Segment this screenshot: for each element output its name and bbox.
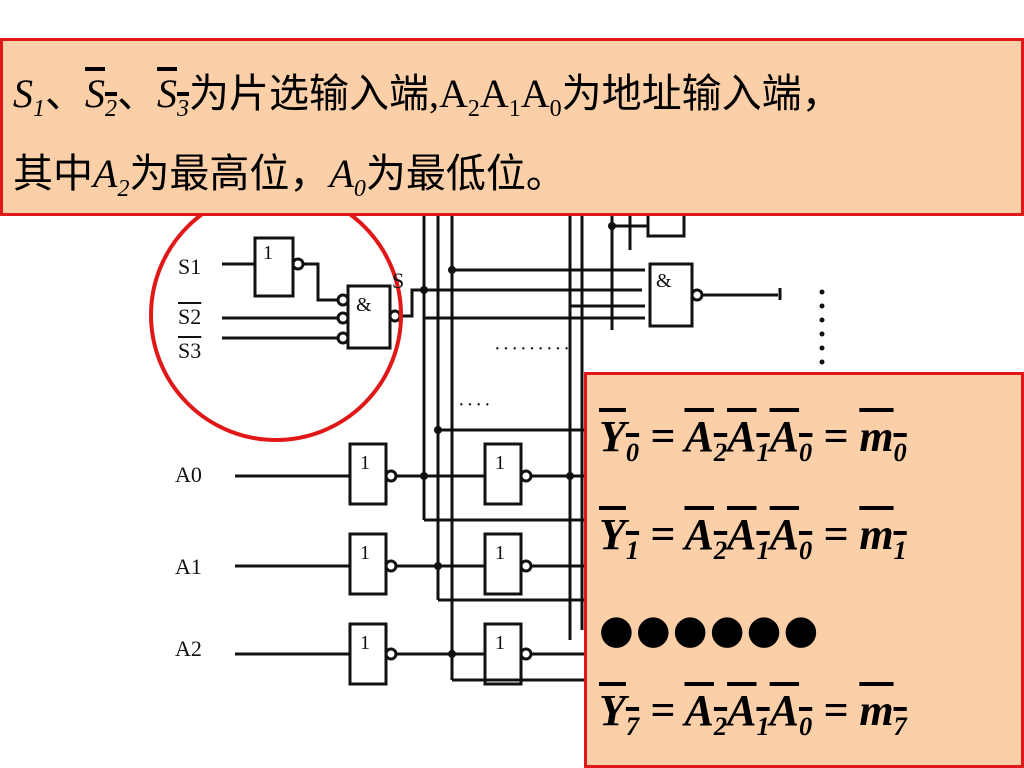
gate-label: 1 — [495, 542, 505, 564]
header-line-1: S1、S2、S3为片选输入端,A2A1A0为地址输入端， — [13, 71, 842, 122]
equation-y7: Y7 = A2A1A0 = m7 — [599, 686, 907, 741]
label-a1: A1 — [175, 554, 202, 579]
label-a0: A0 — [175, 462, 202, 487]
header-box: S1、S2、S3为片选输入端,A2A1A0为地址输入端， 其中A2为最高位，A0… — [0, 38, 1024, 216]
not-gate-s1 — [253, 236, 295, 298]
gate-label: 1 — [360, 632, 370, 654]
gate-label: 1 — [263, 242, 273, 264]
gate-label: 1 — [360, 452, 370, 474]
gate-label: 1 — [495, 452, 505, 474]
label-s2: S2 — [178, 304, 202, 329]
dots-horizontal: ········· — [494, 338, 572, 360]
gate-label: & — [656, 270, 672, 292]
gate-label: 1 — [495, 632, 505, 654]
equation-y0: Y0 = A2A1A0 = m0 — [599, 412, 907, 467]
label-a2: A2 — [175, 636, 202, 661]
equations-box: Y0 = A2A1A0 = m0 Y1 = A2A1A0 = m1 ●●●●●●… — [584, 372, 1024, 768]
header-line-2: 其中A2为最高位，A0为最低位。 — [13, 151, 566, 202]
label-s3: S3 — [178, 338, 202, 363]
label-s1: S1 — [178, 254, 202, 279]
gate-label: 1 — [360, 542, 370, 564]
dots-horizontal: ···· — [458, 394, 493, 416]
equation-y1: Y1 = A2A1A0 = m1 — [599, 510, 907, 565]
gate-label: & — [356, 294, 372, 316]
equation-ellipsis: ●●●●●● — [599, 607, 821, 653]
label-s: S — [392, 268, 405, 293]
